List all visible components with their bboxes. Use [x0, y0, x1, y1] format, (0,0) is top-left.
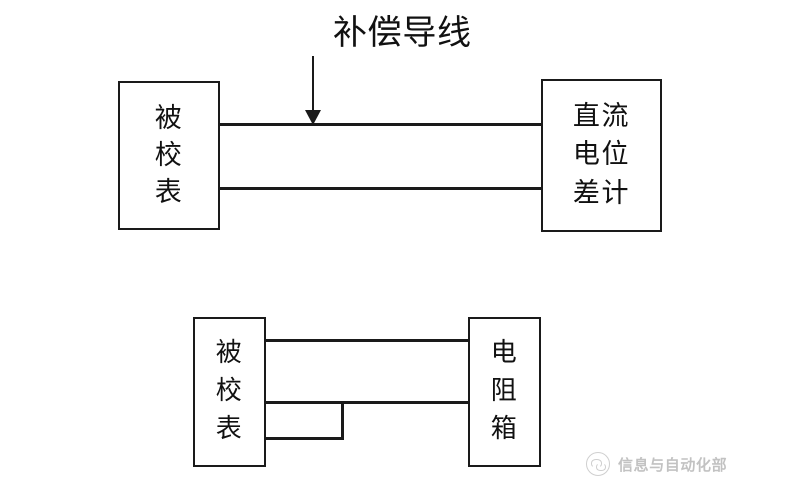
box-text-line: 被 — [154, 102, 184, 134]
watermark: 信息与自动化部 — [586, 452, 727, 476]
bottom-lower-wire — [262, 437, 344, 440]
wechat-logo-icon — [586, 452, 610, 476]
box-text-line: 阻 — [490, 376, 519, 407]
bottom-upper-wire — [262, 339, 472, 342]
box-text-line: 电 — [490, 338, 519, 369]
box-text-line: 电位 — [572, 139, 631, 171]
bottom-middle-wire — [262, 401, 472, 404]
box-text-line: 差计 — [572, 177, 631, 209]
box-text-line: 箱 — [490, 413, 519, 444]
annotation-arrow-shaft — [312, 56, 314, 111]
top-left-box-instrument-under-test: 被 校 表 — [118, 81, 220, 230]
box-text-line: 直流 — [572, 101, 631, 132]
top-upper-wire — [215, 123, 545, 126]
top-lower-wire — [215, 187, 545, 190]
bottom-right-box-resistance-box: 电 阻 箱 — [468, 317, 541, 467]
box-text-line: 表 — [154, 177, 184, 209]
watermark-text: 信息与自动化部 — [618, 455, 728, 474]
top-right-box-dc-potentiometer: 直流 电位 差计 — [541, 79, 662, 232]
box-text-line: 表 — [215, 413, 244, 444]
bottom-left-box-instrument-under-test: 被 校 表 — [193, 317, 266, 467]
box-text-line: 校 — [215, 376, 244, 407]
bottom-jumper-wire — [341, 401, 344, 440]
down-arrow-icon — [305, 110, 321, 125]
box-text-line: 被 — [215, 338, 244, 369]
compensating-wire-label: 补偿导线 — [333, 13, 472, 53]
box-text-line: 校 — [154, 139, 184, 171]
